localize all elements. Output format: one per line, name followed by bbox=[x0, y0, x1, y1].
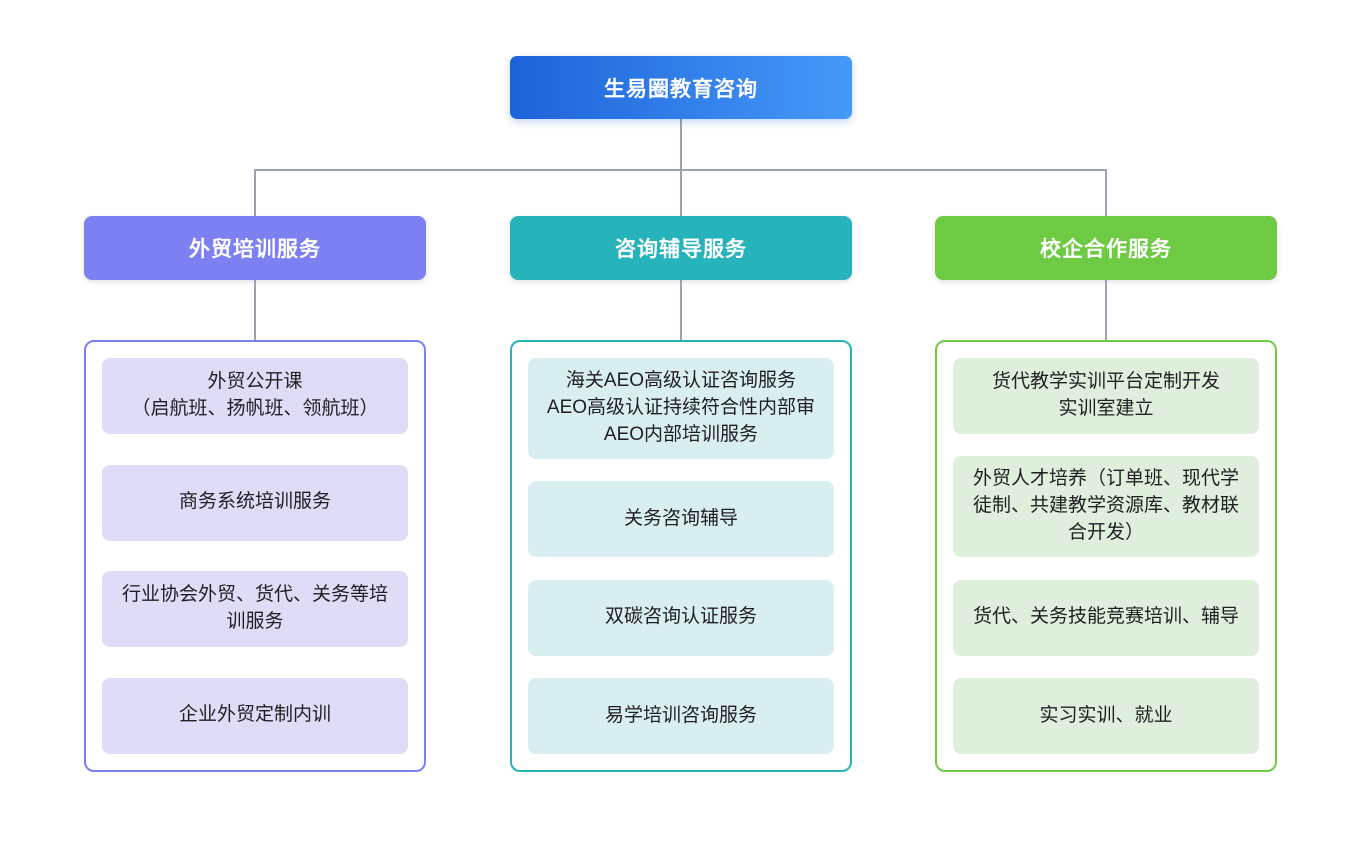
branch-column-trade-training: 外贸培训服务 外贸公开课 （启航班、扬帆班、领航班） 商务系统培训服务 行业协会… bbox=[84, 216, 426, 772]
connector-drop-branch-3 bbox=[1105, 170, 1107, 216]
connector-root-drop bbox=[680, 119, 682, 170]
branch-header-school-enterprise[interactable]: 校企合作服务 bbox=[935, 216, 1277, 280]
item-node[interactable]: 外贸人才培养（订单班、现代学徒制、共建教学资源库、教材联合开发） bbox=[953, 456, 1259, 558]
branch-header-label: 校企合作服务 bbox=[1040, 238, 1172, 261]
branch-items-container: 海关AEO高级认证咨询服务 AEO高级认证持续符合性内部审 AEO内部培训服务 … bbox=[510, 340, 852, 772]
item-node[interactable]: 企业外贸定制内训 bbox=[102, 677, 408, 754]
root-node[interactable]: 生易圈教育咨询 bbox=[510, 56, 852, 119]
root-node-label: 生易圈教育咨询 bbox=[604, 77, 758, 101]
branch-column-consulting: 咨询辅导服务 海关AEO高级认证咨询服务 AEO高级认证持续符合性内部审 AEO… bbox=[510, 216, 852, 772]
branch-header-label: 外贸培训服务 bbox=[189, 238, 321, 261]
connector-header-drop bbox=[254, 280, 256, 340]
item-node[interactable]: 实习实训、就业 bbox=[953, 677, 1259, 754]
item-node[interactable]: 货代教学实训平台定制开发 实训室建立 bbox=[953, 358, 1259, 434]
item-node[interactable]: 外贸公开课 （启航班、扬帆班、领航班） bbox=[102, 358, 408, 434]
connector-header-drop bbox=[680, 280, 682, 340]
branch-header-consulting[interactable]: 咨询辅导服务 bbox=[510, 216, 852, 280]
item-node[interactable]: 关务咨询辅导 bbox=[528, 481, 834, 558]
branch-column-school-enterprise: 校企合作服务 货代教学实训平台定制开发 实训室建立 外贸人才培养（订单班、现代学… bbox=[935, 216, 1277, 772]
branch-items-container: 货代教学实训平台定制开发 实训室建立 外贸人才培养（订单班、现代学徒制、共建教学… bbox=[935, 340, 1277, 772]
item-node[interactable]: 货代、关务技能竞赛培训、辅导 bbox=[953, 579, 1259, 656]
item-node[interactable]: 行业协会外贸、货代、关务等培训服务 bbox=[102, 571, 408, 648]
item-node[interactable]: 商务系统培训服务 bbox=[102, 464, 408, 541]
item-node[interactable]: 双碳咨询认证服务 bbox=[528, 579, 834, 656]
connector-header-drop bbox=[1105, 280, 1107, 340]
branch-header-trade-training[interactable]: 外贸培训服务 bbox=[84, 216, 426, 280]
branch-header-label: 咨询辅导服务 bbox=[615, 238, 747, 261]
branch-items-container: 外贸公开课 （启航班、扬帆班、领航班） 商务系统培训服务 行业协会外贸、货代、关… bbox=[84, 340, 426, 772]
connector-drop-branch-1 bbox=[254, 170, 256, 216]
item-node[interactable]: 海关AEO高级认证咨询服务 AEO高级认证持续符合性内部审 AEO内部培训服务 bbox=[528, 358, 834, 459]
item-node[interactable]: 易学培训咨询服务 bbox=[528, 677, 834, 754]
connector-drop-branch-2 bbox=[680, 170, 682, 216]
